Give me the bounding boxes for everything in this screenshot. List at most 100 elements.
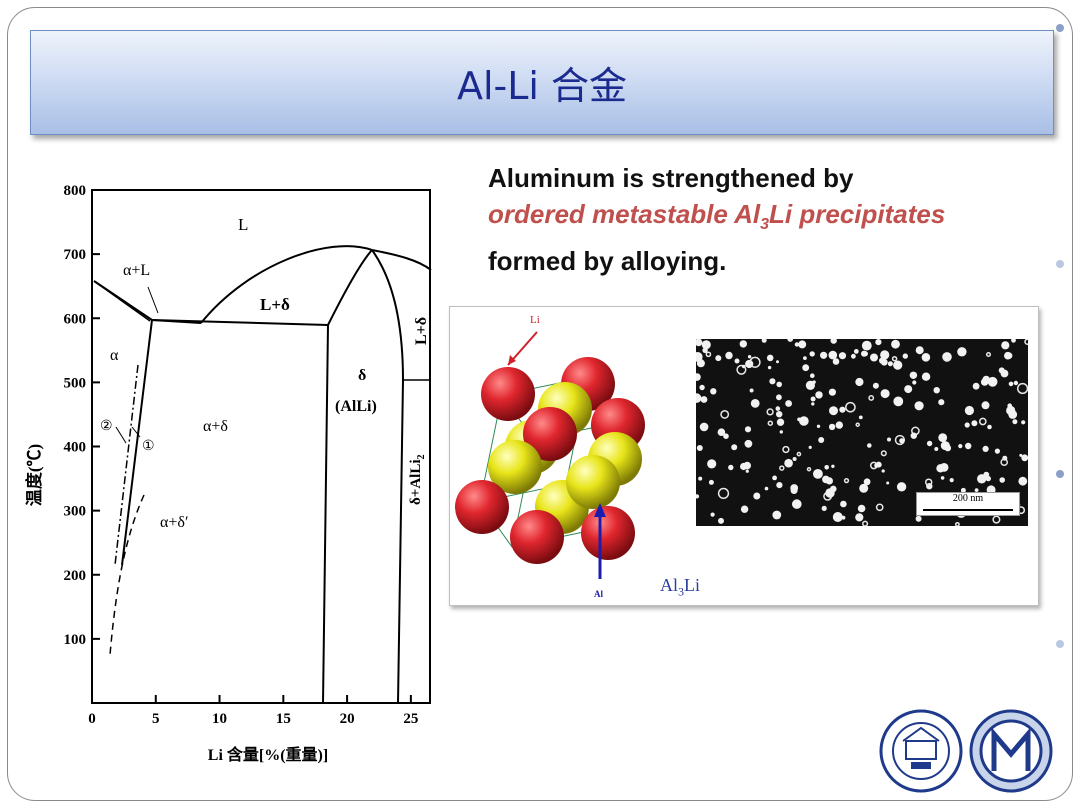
precipitate-particle bbox=[891, 339, 900, 349]
precipitate-particle bbox=[940, 476, 945, 480]
precipitate-particle bbox=[761, 339, 767, 343]
region-alpha-l: α+L bbox=[123, 262, 150, 279]
x-tick-label: 25 bbox=[403, 711, 418, 727]
precipitate-particle bbox=[744, 439, 753, 448]
scale-bar-line bbox=[923, 509, 1013, 511]
precipitate-particle bbox=[1008, 410, 1018, 419]
precipitate-particle bbox=[981, 401, 990, 410]
alpha-l-leader bbox=[147, 286, 159, 314]
precipitate-particle bbox=[830, 339, 837, 344]
precipitate-particle bbox=[875, 339, 882, 346]
region-l-delta-vertical: L+δ bbox=[413, 317, 430, 345]
precipitate-particle bbox=[767, 365, 772, 370]
region-l: L bbox=[238, 215, 248, 234]
precipitate-particle bbox=[1008, 381, 1014, 387]
precipitate-particle bbox=[960, 487, 966, 493]
region-alpha: α bbox=[110, 347, 119, 364]
precipitate-particle bbox=[855, 513, 864, 522]
precipitate-particle bbox=[779, 430, 783, 434]
precipitate-particle bbox=[776, 360, 779, 364]
precipitate-particle bbox=[745, 469, 749, 473]
precipitate-particle bbox=[840, 500, 847, 508]
precipitate-particle bbox=[891, 355, 898, 362]
precipitate-particle bbox=[802, 364, 810, 372]
precipitate-particle bbox=[815, 391, 823, 399]
x-tick-label: 20 bbox=[340, 711, 355, 727]
precipitate-particle bbox=[696, 373, 701, 381]
precipitate-particle bbox=[921, 353, 931, 362]
precipitate-particle bbox=[820, 351, 828, 359]
precipitate-particle bbox=[776, 418, 785, 426]
precipitate-particle bbox=[699, 422, 709, 432]
precipitate-particle bbox=[816, 424, 821, 428]
mark-1-leader bbox=[131, 426, 141, 438]
precipitate-particle bbox=[776, 482, 783, 489]
precipitate-particle bbox=[874, 463, 879, 468]
precipitate-particle bbox=[875, 503, 884, 512]
precipitate-particle bbox=[772, 510, 782, 520]
precipitate-particle bbox=[725, 351, 733, 360]
precipitate-particle bbox=[785, 400, 792, 407]
precipitate-particle bbox=[822, 475, 830, 484]
precipitate-particle bbox=[974, 488, 979, 492]
precipitate-particle bbox=[896, 482, 907, 492]
precipitate-particle bbox=[934, 447, 939, 451]
highlight-subscript: 3 bbox=[760, 216, 770, 234]
al-label: Al bbox=[594, 589, 603, 599]
precipitate-particle bbox=[794, 342, 800, 347]
precipitate-particle bbox=[1001, 341, 1010, 350]
precipitate-particle bbox=[862, 351, 868, 357]
description-text: Aluminum is strengthened by ordered meta… bbox=[488, 160, 1058, 279]
precipitate-particle bbox=[862, 520, 869, 526]
delta-left-boundary bbox=[322, 324, 329, 704]
precipitate-particle bbox=[813, 469, 823, 479]
compound-suffix: Li bbox=[684, 575, 700, 595]
precipitate-particle bbox=[696, 352, 703, 362]
precipitate-particle bbox=[782, 445, 790, 454]
al-arrow-head bbox=[594, 503, 606, 517]
precipitate-particle bbox=[912, 380, 917, 385]
slide-title: Al-Li 合金 bbox=[456, 64, 628, 108]
precipitate-particle bbox=[894, 434, 906, 446]
precipitate-particle bbox=[838, 352, 847, 360]
decor-dot bbox=[1056, 470, 1064, 478]
y-tick-label: 200 bbox=[64, 568, 87, 584]
precipitate-particle bbox=[909, 371, 918, 379]
svg-text:温度(℃): 温度(℃) bbox=[24, 444, 44, 506]
y-tick-label: 400 bbox=[64, 440, 87, 456]
precipitate-particle bbox=[1021, 454, 1028, 462]
precipitate-particle bbox=[699, 384, 705, 391]
precipitate-particle bbox=[792, 457, 797, 461]
precipitate-particle bbox=[924, 478, 933, 486]
precipitate-particle bbox=[957, 347, 967, 357]
precipitate-particle bbox=[705, 351, 712, 358]
precipitate-particle bbox=[787, 339, 794, 342]
mark-1: ① bbox=[142, 439, 155, 454]
precipitate-particle bbox=[810, 373, 815, 378]
precipitate-particle bbox=[764, 486, 769, 491]
delta-right-boundary bbox=[371, 249, 405, 704]
precipitate-particle bbox=[858, 415, 863, 420]
precipitate-particle bbox=[766, 354, 774, 362]
decor-dot bbox=[1056, 260, 1064, 268]
eutectic-line bbox=[151, 319, 329, 326]
precipitate-particle bbox=[796, 451, 802, 457]
precipitate-particle bbox=[987, 376, 998, 387]
li-atom bbox=[523, 407, 577, 461]
precipitate-particle bbox=[696, 445, 703, 451]
precipitate-particle bbox=[715, 355, 722, 362]
precipitate-particle bbox=[717, 428, 726, 436]
precipitate-particle bbox=[857, 504, 866, 513]
precipitate-particle bbox=[985, 475, 991, 482]
precipitate-particle bbox=[867, 443, 872, 448]
sjtu-seal-icon bbox=[879, 709, 963, 793]
precipitate-particle bbox=[790, 487, 798, 494]
precipitate-particle bbox=[958, 444, 963, 449]
highlight-prefix: ordered metastable Al bbox=[488, 199, 761, 229]
precipitate-particle bbox=[1012, 419, 1018, 425]
region-delta: δ bbox=[358, 367, 366, 384]
precipitate-particle bbox=[811, 402, 815, 406]
precipitate-particle bbox=[872, 382, 879, 389]
precipitate-particle bbox=[750, 399, 760, 408]
region-l-delta: L+δ bbox=[260, 295, 290, 314]
